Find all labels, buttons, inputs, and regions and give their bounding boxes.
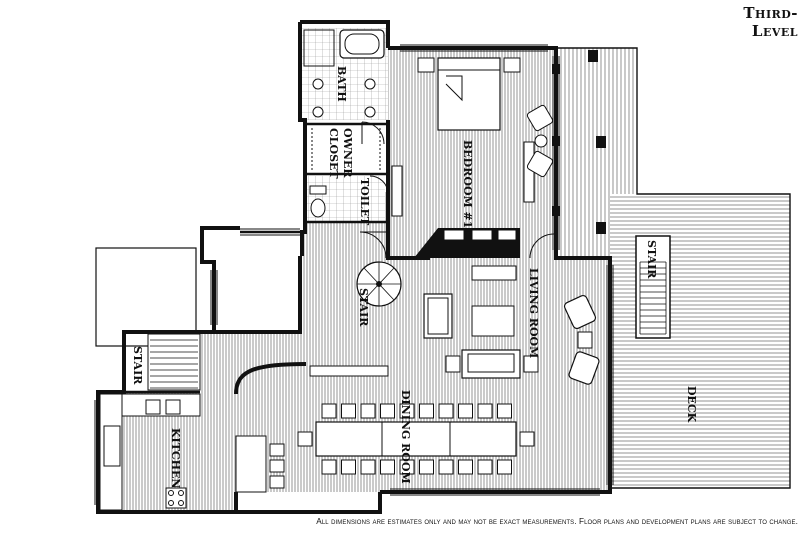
label-dining-room: DINING ROOM	[399, 390, 412, 484]
label-bedroom: BEDROOM #10	[461, 140, 474, 236]
spiral-stair	[356, 261, 402, 307]
plan-title: Third-Level	[743, 4, 798, 40]
dining-chair	[380, 403, 395, 419]
dining-chair	[341, 459, 356, 475]
dining-chair	[360, 403, 376, 419]
label-owner-closet-1: OWNER	[341, 128, 354, 178]
dining-chair	[438, 403, 454, 419]
disclaimer: All dimensions are estimates only and ma…	[316, 517, 798, 526]
dining-chair	[458, 403, 473, 419]
label-kitchen: KITCHEN	[169, 428, 182, 488]
dining-chair	[497, 459, 512, 475]
label-living-room: LIVING ROOM	[527, 268, 540, 358]
dining-chair	[477, 459, 493, 475]
bed	[437, 57, 501, 131]
closet-floor	[305, 124, 385, 174]
left-balcony	[95, 247, 197, 347]
label-spiral-stair: STAIR	[357, 288, 370, 327]
dining-table	[315, 421, 517, 457]
dining-chair	[380, 459, 395, 475]
dining-chair	[477, 403, 493, 419]
label-deck: DECK	[685, 386, 698, 423]
label-bath: BATH	[335, 66, 348, 102]
label-left-stair: STAIR	[131, 346, 144, 385]
dining-chair	[519, 431, 535, 447]
dining-chair	[458, 459, 473, 475]
dining-chair	[419, 459, 434, 475]
label-deck-stair: STAIR	[645, 240, 658, 279]
dining-chair	[341, 403, 356, 419]
dining-chair	[360, 459, 376, 475]
dining-chair	[321, 403, 337, 419]
dining-chair	[497, 403, 512, 419]
dining-chair	[399, 403, 415, 419]
label-owner-closet-2: CLOSET	[327, 128, 340, 179]
dining-chair	[399, 459, 415, 475]
dining-chair	[297, 431, 313, 447]
dining-chair	[438, 459, 454, 475]
dining-chair	[419, 403, 434, 419]
label-toilet: TOILET	[358, 178, 371, 226]
dining-chair	[321, 459, 337, 475]
